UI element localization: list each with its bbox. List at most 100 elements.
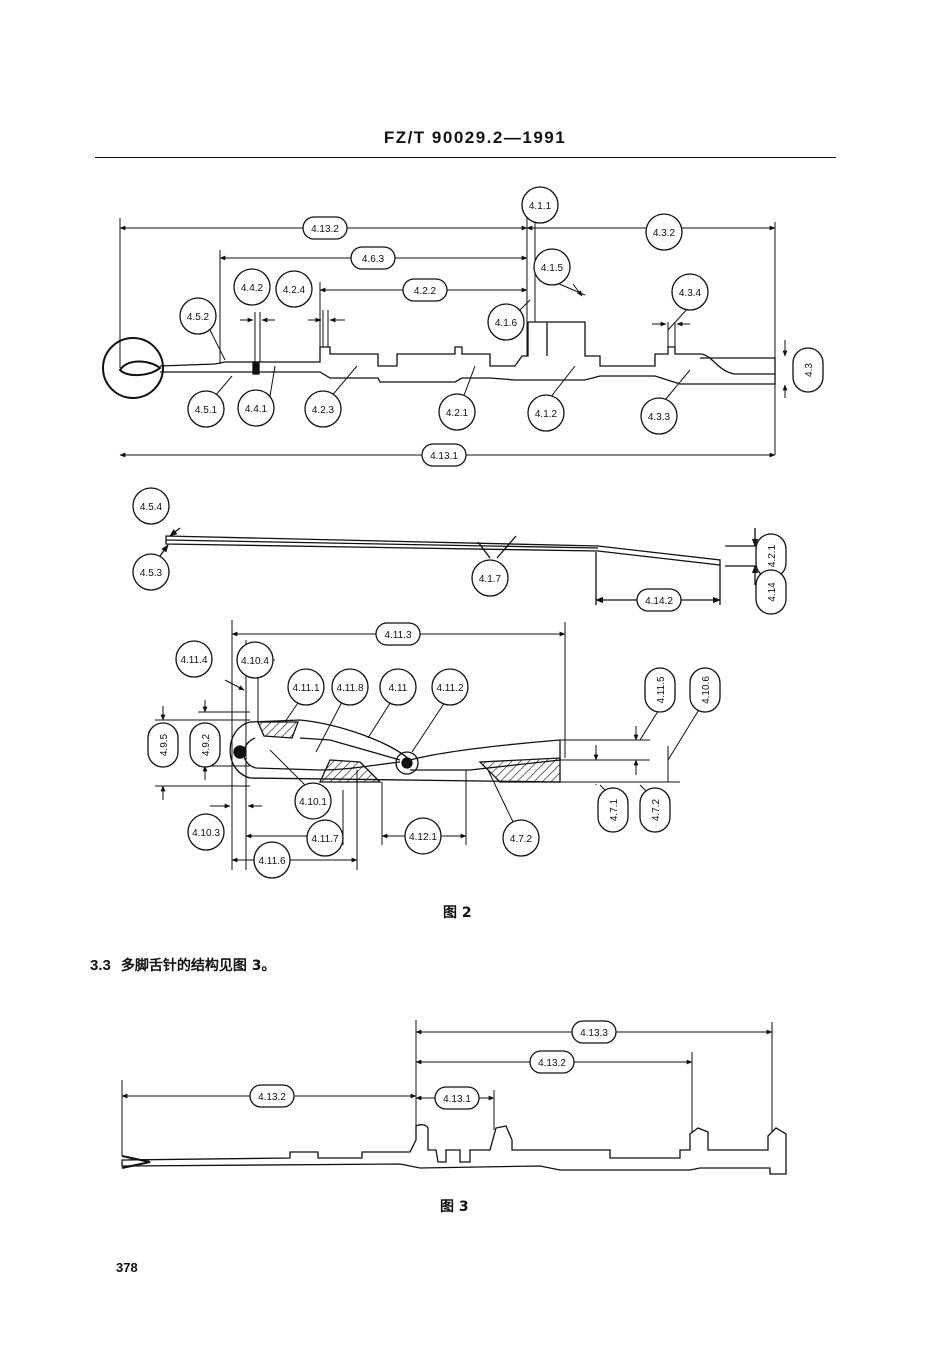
label-bubble-outline [302, 216, 348, 240]
figure2-side-view-labels: 4.5.44.5.34.1.74.2.14.144.14.2 [132, 487, 787, 615]
label-bubble-outline [233, 268, 271, 306]
label-bubble-text: 4.11 [389, 683, 408, 694]
label-bubble-outline [237, 389, 275, 427]
label-bubble-text: 4.11.2 [436, 683, 463, 694]
label-bubble: 4.7.2 [639, 787, 671, 833]
label-bubble-text: 4.10.6 [701, 676, 712, 704]
label-bubble-text: 4.2.1 [446, 408, 469, 419]
label-bubble: 4.13.1 [434, 1086, 480, 1110]
label-bubble: 4.11.8 [331, 668, 369, 706]
label-bubble: 4.13.2 [249, 1084, 295, 1108]
multi-butt-needle [121, 1020, 787, 1175]
label-bubble-outline [571, 1020, 617, 1044]
label-bubble: 4.10.6 [689, 667, 721, 713]
label-bubble-text: 4.5.3 [140, 568, 163, 579]
label-bubble-text: 4.13.3 [580, 1028, 608, 1039]
label-bubble: 4.1.5 [533, 248, 571, 286]
label-bubble-text: 4.13.1 [430, 451, 458, 462]
label-bubble: 4.12.1 [404, 817, 442, 855]
label-bubble: 4.2.2 [402, 278, 448, 302]
label-bubble: 4.5.2 [179, 297, 217, 335]
label-bubble-outline [236, 641, 274, 679]
label-bubble-outline [529, 1050, 575, 1074]
label-bubble-text: 4.10.1 [299, 797, 327, 808]
label-bubble-text: 4.1.7 [479, 574, 502, 585]
label-bubble-outline [179, 297, 217, 335]
label-bubble-text: 4.11.8 [336, 683, 363, 694]
label-bubble-outline [306, 819, 344, 857]
label-bubble: 4.13.2 [302, 216, 348, 240]
label-bubble-outline [521, 186, 559, 224]
label-bubble: 4.5.3 [132, 553, 170, 591]
label-bubble-outline [471, 559, 509, 597]
label-bubble: 4.3.2 [645, 213, 683, 251]
label-bubble-text: 4.3.3 [648, 412, 671, 423]
label-bubble-outline [640, 397, 678, 435]
label-bubble-text: 4.9.2 [201, 733, 212, 756]
label-bubble-text: 4.3.2 [653, 228, 676, 239]
label-bubble: 4.3.4 [671, 273, 709, 311]
label-bubble: 4.11.6 [253, 841, 291, 879]
section-text: 多脚舌针的结构见图 3。 [120, 958, 276, 974]
label-bubble: 4.3.3 [640, 397, 678, 435]
label-bubble-text: 4.1.5 [541, 263, 564, 274]
label-bubble-text: 4.14.2 [645, 596, 673, 607]
label-bubble-outline [487, 303, 525, 341]
label-bubble-outline [533, 248, 571, 286]
label-bubble-text: 4.2.1 [767, 544, 778, 567]
label-bubble-outline [132, 553, 170, 591]
label-bubble: 4.10.4 [236, 641, 274, 679]
label-bubble: 4.2.3 [304, 390, 342, 428]
label-bubble-outline [304, 390, 342, 428]
label-bubble-outline [597, 787, 629, 833]
label-bubble-outline [187, 390, 225, 428]
section-number: 3.3 [90, 957, 111, 974]
label-bubble-text: 4.2.4 [283, 285, 306, 296]
label-bubble-outline [147, 722, 179, 768]
label-bubble: 4.1.1 [521, 186, 559, 224]
label-bubble-text: 4.7.2 [510, 834, 533, 845]
label-bubble-outline [375, 622, 421, 646]
label-bubble-text: 4.13.2 [311, 224, 339, 235]
label-bubble-outline [379, 668, 417, 706]
label-bubble: 4.5.1 [187, 390, 225, 428]
needle-top-view-outline [102, 321, 776, 399]
label-bubble-outline [636, 588, 682, 612]
label-bubble-outline [275, 270, 313, 308]
label-bubble-outline [438, 393, 476, 431]
label-bubble-text: 4.2.3 [312, 405, 335, 416]
label-bubble-text: 4.11.6 [258, 856, 285, 867]
label-bubble: 4.3 [792, 347, 824, 393]
label-bubble: 4.7.2 [502, 819, 540, 857]
label-bubble: 4.4.1 [237, 389, 275, 427]
label-bubble-outline [644, 667, 676, 713]
label-bubble-text: 4.11.4 [180, 655, 207, 666]
label-bubble-outline [187, 813, 225, 851]
label-bubble-text: 4.7.1 [609, 798, 620, 821]
label-bubble: 4.13.2 [529, 1050, 575, 1074]
label-bubble-text: 4.4.2 [241, 283, 264, 294]
label-bubble-text: 4.11.7 [311, 834, 338, 845]
label-bubble-text: 4.9.5 [159, 733, 170, 756]
label-bubble-outline [287, 668, 325, 706]
label-bubble-text: 4.3 [804, 363, 815, 377]
label-bubble: 4.7.1 [597, 787, 629, 833]
label-bubble: 4.1.6 [487, 303, 525, 341]
label-bubble: 4.4.2 [233, 268, 271, 306]
label-bubble-outline [792, 347, 824, 393]
label-bubble-text: 4.2.2 [414, 286, 437, 297]
label-bubble-outline [402, 278, 448, 302]
label-bubble-outline [431, 668, 469, 706]
label-bubble: 4.1.2 [527, 394, 565, 432]
label-bubble-outline [189, 722, 221, 768]
standard-code-header: FZ/T 90029.2—1991 [383, 128, 567, 147]
label-bubble-outline [249, 1084, 295, 1108]
figure3-caption: 图 3 [440, 1199, 469, 1215]
section-3-3: 3.3 多脚舌针的结构见图 3。 [90, 955, 275, 975]
label-bubble-outline [331, 668, 369, 706]
label-bubble-text: 4.13.2 [258, 1092, 286, 1103]
label-bubble: 4.13.1 [421, 443, 467, 467]
label-bubble-text: 4.10.3 [192, 828, 220, 839]
